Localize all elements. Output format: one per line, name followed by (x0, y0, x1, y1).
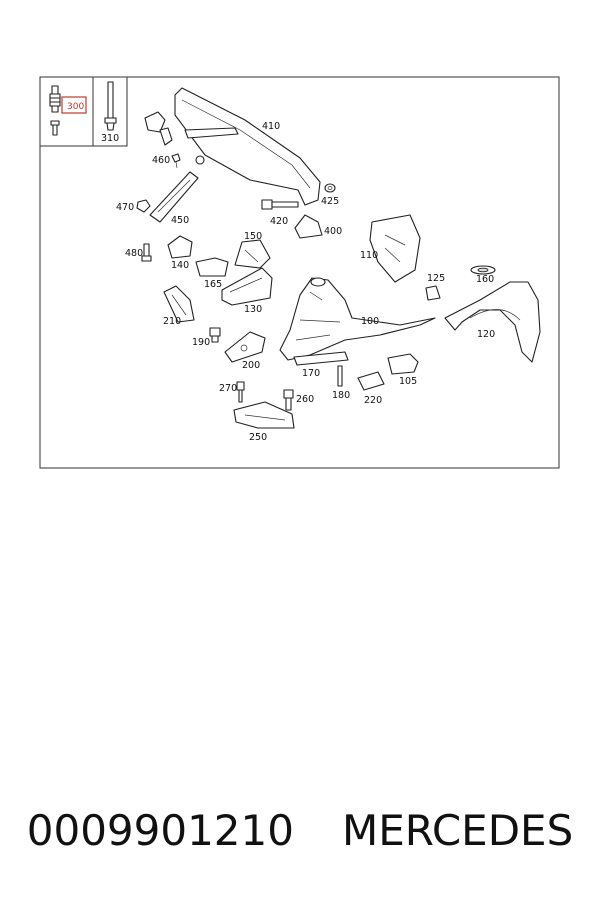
label-125: 125 (427, 273, 445, 284)
part-210-bracket[interactable] (163, 285, 195, 323)
label-140: 140 (171, 260, 189, 271)
label-220: 220 (364, 395, 382, 406)
part-470-nut[interactable] (136, 199, 151, 213)
label-250: 250 (249, 432, 267, 443)
part-100-side-member[interactable] (279, 277, 436, 361)
part-400-bracket[interactable] (294, 214, 323, 239)
parts-diagram: 300 310 410 460 425 470 450 (39, 76, 560, 469)
label-310: 310 (101, 133, 119, 144)
label-470: 470 (116, 202, 134, 213)
part-220-bracket[interactable] (357, 371, 385, 391)
part-190-bolt[interactable] (209, 327, 221, 343)
label-105: 105 (399, 376, 417, 387)
label-165: 165 (204, 279, 222, 290)
part-420-bolt[interactable] (261, 199, 299, 210)
label-180: 180 (332, 390, 350, 401)
label-270: 270 (219, 383, 237, 394)
label-200: 200 (242, 360, 260, 371)
part-170-plate[interactable] (293, 351, 349, 366)
label-425: 425 (321, 196, 339, 207)
part-425-washer[interactable] (324, 183, 336, 193)
label-120: 120 (477, 329, 495, 340)
part-160-grommet[interactable] (470, 265, 496, 275)
part-125-clip[interactable] (425, 285, 441, 301)
label-130: 130 (244, 304, 262, 315)
part-130-bracket[interactable] (221, 267, 273, 306)
label-410: 410 (262, 121, 280, 132)
label-160: 160 (476, 274, 494, 285)
label-460: 460 (152, 155, 170, 166)
part-480-bolt[interactable] (141, 243, 152, 262)
part-105-bracket[interactable] (387, 353, 419, 375)
part-410-frame-rail[interactable] (144, 87, 321, 206)
brand-name: MERCEDES (341, 805, 574, 855)
label-300: 300 (67, 102, 84, 112)
label-260: 260 (296, 394, 314, 405)
part-250-subframe-bracket[interactable] (233, 401, 295, 429)
part-number: 0009901210 (26, 805, 294, 855)
part-270-bolt[interactable] (236, 381, 245, 403)
label-420: 420 (270, 216, 288, 227)
label-110: 110 (360, 250, 378, 261)
part-260-bolt[interactable] (283, 389, 294, 411)
label-480: 480 (125, 248, 143, 259)
label-100: 100 (361, 316, 379, 327)
part-165-bracket[interactable] (195, 257, 229, 277)
label-210: 210 (163, 316, 181, 327)
label-170: 170 (302, 368, 320, 379)
part-150-bracket[interactable] (234, 239, 271, 269)
part-110-panel[interactable] (369, 214, 421, 283)
diagram-frame (39, 76, 560, 469)
part-caption: 0009901210 MERCEDES (0, 800, 600, 860)
label-190: 190 (192, 337, 210, 348)
label-450: 450 (171, 215, 189, 226)
part-450-bracket[interactable] (149, 171, 199, 223)
inset-box (40, 77, 128, 147)
part-460-bolt[interactable] (171, 153, 181, 169)
part-180-stud[interactable] (337, 365, 343, 387)
label-150: 150 (244, 231, 262, 242)
part-300-bolt[interactable] (49, 85, 87, 136)
label-400: 400 (324, 226, 342, 237)
part-120-wheel-arch[interactable] (444, 281, 541, 363)
part-140-bracket[interactable] (167, 235, 193, 259)
part-200-bracket[interactable] (224, 331, 266, 363)
part-310-bolt[interactable] (104, 81, 117, 131)
